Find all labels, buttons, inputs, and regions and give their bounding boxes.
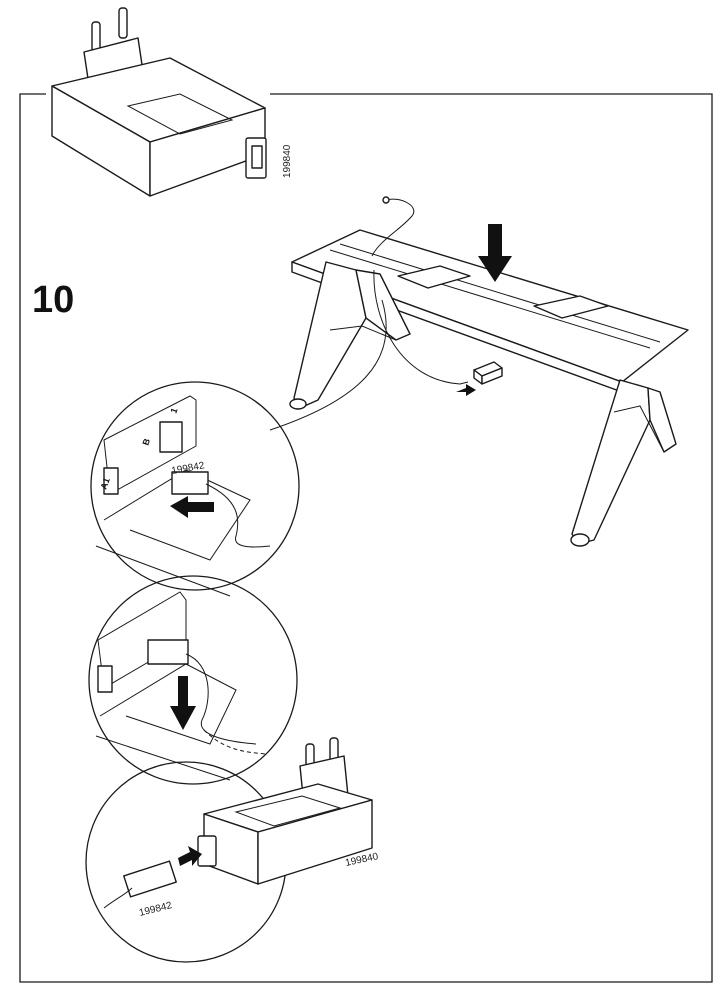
callout-leader	[269, 299, 387, 431]
power-adapter-overview	[51, 7, 267, 197]
detail-circle-2	[88, 575, 298, 785]
adapter-part-number-top: 199840	[282, 144, 293, 178]
down-arrow	[478, 224, 512, 282]
step-number: 10	[32, 279, 74, 321]
small-adapter	[456, 361, 503, 396]
down-arrow-detail	[170, 676, 196, 730]
port-label-a1: A1	[98, 476, 111, 490]
desk-frame	[289, 196, 689, 547]
cable-part-number-bottom: 199842	[138, 900, 173, 919]
step-frame	[19, 93, 713, 983]
connect-arrow	[178, 846, 202, 866]
port-label-1: 1	[168, 407, 179, 415]
detail-circle-3	[85, 737, 373, 963]
port-label-b: B	[140, 437, 152, 447]
detail-circle-1	[90, 381, 300, 597]
left-arrow	[170, 496, 214, 518]
